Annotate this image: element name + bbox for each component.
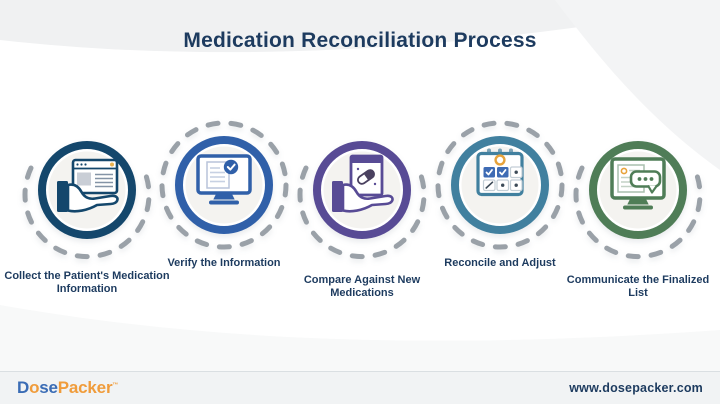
dashed-ring	[159, 120, 289, 250]
page-title: Medication Reconciliation Process	[183, 29, 537, 52]
step-5-communicate	[568, 120, 708, 260]
hand-holding-medication-icon	[332, 154, 394, 213]
logo-part: D	[17, 378, 30, 397]
step-4-label: Reconcile and Adjust	[444, 257, 556, 269]
step-1-collect	[17, 120, 157, 260]
clock-accent-icon	[494, 154, 506, 166]
monitor-verified-document-icon	[196, 154, 252, 205]
trademark-symbol: ™	[112, 382, 119, 389]
calendar-checklist-icon	[476, 148, 524, 197]
dashed-ring	[297, 165, 427, 260]
step-5-label: Communicate the Finalized List	[566, 274, 710, 299]
pill-capsule-icon	[357, 169, 375, 185]
logo-part: Packer	[57, 378, 113, 397]
step-3-compare	[292, 120, 432, 260]
step-2-label: Verify the Information	[167, 257, 281, 269]
dashed-ring	[573, 165, 703, 260]
step-4-reconcile	[430, 115, 570, 255]
monitor-chat-bubble-icon	[610, 157, 666, 210]
check-badge-icon	[223, 159, 239, 175]
website-url: www.dosepacker.com	[569, 381, 703, 395]
dosepacker-logo: DosePacker™	[17, 378, 118, 398]
dashed-ring	[435, 120, 565, 250]
dashed-ring	[22, 165, 152, 260]
footer-bar: DosePacker™ www.dosepacker.com	[0, 371, 720, 404]
logo-part: se	[39, 378, 58, 397]
step-2-verify	[154, 115, 294, 255]
step-1-label: Collect the Patient's Medication Informa…	[4, 270, 170, 295]
logo-part: o	[29, 378, 40, 397]
hand-holding-document-icon	[57, 158, 119, 213]
step-3-label: Compare Against New Medications	[303, 274, 421, 299]
